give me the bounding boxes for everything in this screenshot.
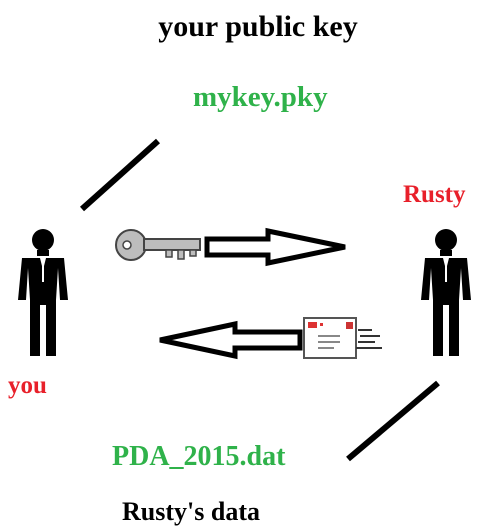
key-icon bbox=[115, 229, 201, 261]
public-key-filename: mykey.pky bbox=[193, 81, 328, 113]
person-icon bbox=[421, 229, 471, 356]
envelope-icon bbox=[303, 317, 382, 359]
arrow-right-icon bbox=[204, 227, 346, 267]
recipient-name: Rusty bbox=[403, 181, 466, 208]
connector-line-bottom bbox=[346, 380, 440, 462]
arrow-left-icon bbox=[159, 320, 303, 360]
data-filename: PDA_2015.dat bbox=[112, 441, 286, 472]
sender-name: you bbox=[8, 372, 47, 399]
bottom-caption: Rusty's data bbox=[122, 497, 260, 526]
person-icon bbox=[18, 229, 68, 356]
connector-line-top bbox=[79, 138, 161, 212]
top-caption: your public key bbox=[158, 10, 358, 43]
